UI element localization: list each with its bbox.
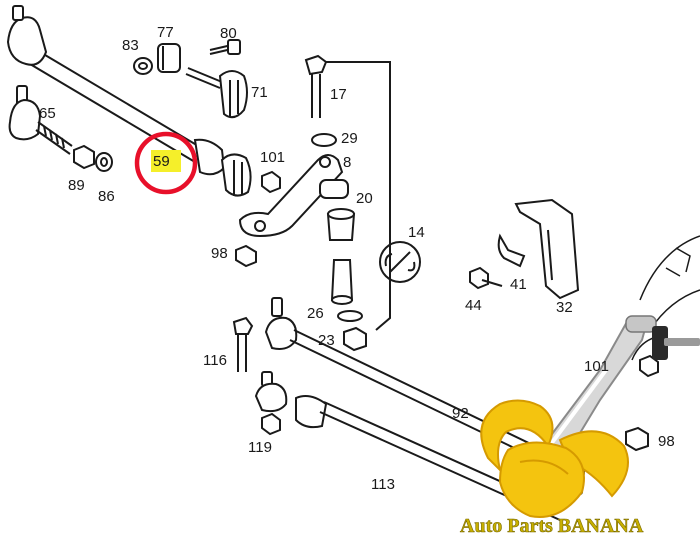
part-label-14: 14 (408, 224, 425, 241)
part-label-32: 32 (556, 299, 573, 316)
part-label-59: 59 (153, 153, 170, 170)
part-label-77: 77 (157, 24, 174, 41)
part-label-92: 92 (452, 405, 469, 422)
part-label-71: 71 (251, 84, 268, 101)
part-label-89: 89 (68, 177, 85, 194)
part-label-101b: 101 (584, 358, 609, 375)
part-label-98a: 98 (211, 245, 228, 262)
part-label-83: 83 (122, 37, 139, 54)
part-label-101: 101 (260, 149, 285, 166)
part-label-80: 80 (220, 25, 237, 42)
left-tie-rod-end (8, 85, 113, 172)
part-label-20: 20 (356, 190, 373, 207)
part-label-23: 23 (318, 332, 335, 349)
idler-arm-assembly (235, 54, 421, 352)
part-label-116: 116 (203, 352, 227, 369)
part-label-41: 41 (510, 276, 527, 293)
upper-hardware (133, 39, 248, 119)
highlight-marker (134, 131, 198, 195)
sway-bar-link-image (538, 315, 700, 468)
part-label-113: 113 (371, 476, 395, 493)
banana-logo (480, 399, 629, 518)
part-labels: 83 77 80 71 17 65 59 29 8 101 89 86 20 1… (39, 24, 675, 493)
part-label-29: 29 (341, 130, 358, 147)
part-label-119: 119 (248, 439, 272, 456)
bracket-assembly (469, 198, 580, 300)
part-label-98b: 98 (658, 433, 675, 450)
part-label-17: 17 (330, 86, 347, 103)
part-label-86: 86 (98, 188, 115, 205)
watermark-text: Auto Parts BANANA (460, 515, 644, 537)
upper-tie-rod (6, 5, 252, 197)
part-label-65: 65 (39, 105, 56, 122)
part-label-8: 8 (343, 154, 351, 171)
part-label-26: 26 (307, 305, 324, 322)
part-label-44: 44 (465, 297, 482, 314)
